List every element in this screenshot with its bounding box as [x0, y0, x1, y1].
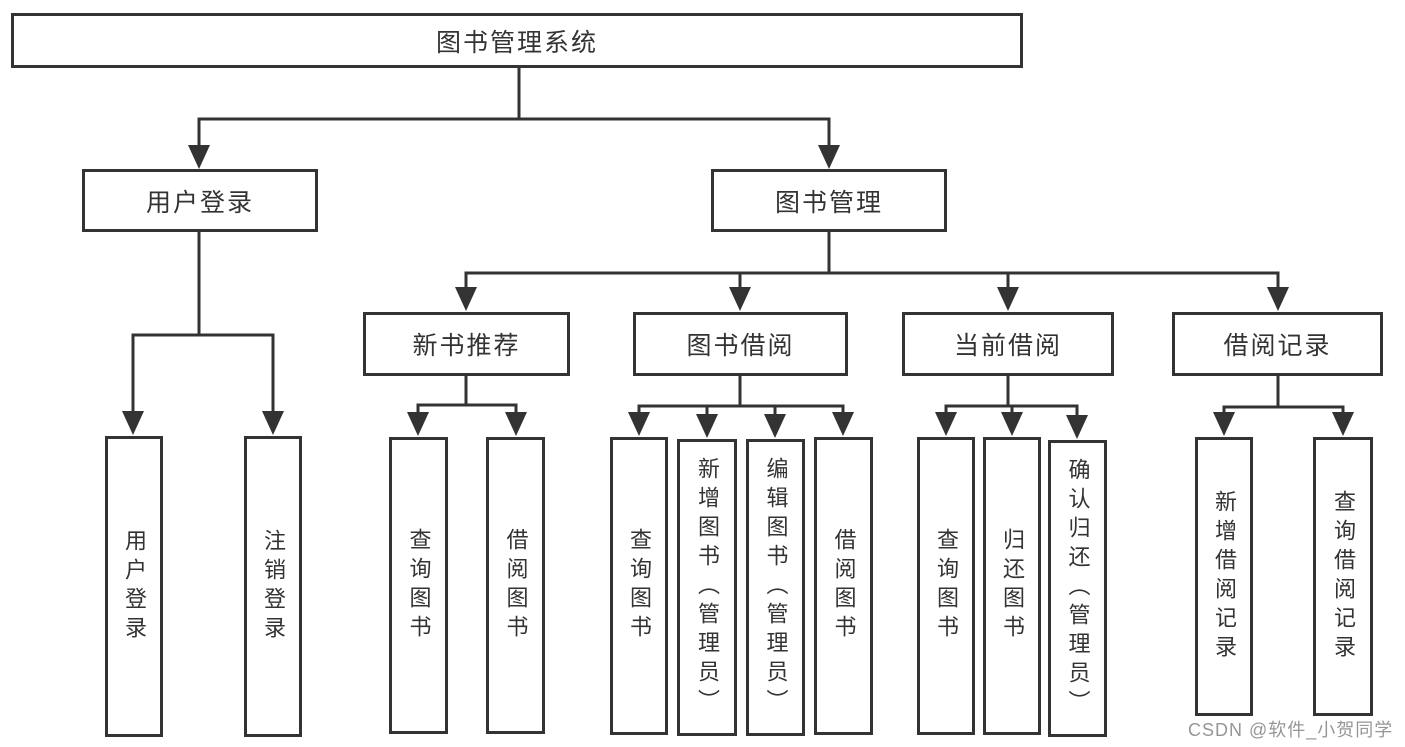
leaf-br-add-record: 新增借阅记录 [1195, 437, 1253, 716]
leaf-br-query-record-label: 查询借阅记录 [1331, 489, 1356, 664]
leaf-bb-query-books: 查询图书 [610, 437, 668, 735]
leaf-bb-add-books-admin-label: 新增图书（管理员） [695, 457, 720, 718]
node-user-login: 用户登录 [82, 169, 318, 232]
node-current-borrowing: 当前借阅 [902, 312, 1114, 376]
leaf-br-query-record: 查询借阅记录 [1313, 437, 1373, 716]
leaf-cb-confirm-return-admin: 确认归还（管理员） [1048, 440, 1107, 737]
node-borrowing-records: 借阅记录 [1172, 312, 1383, 376]
leaf-user-login-label: 用户登录 [122, 528, 147, 645]
leaf-bb-borrow-books: 借阅图书 [814, 437, 873, 735]
leaf-logout-label: 注销登录 [261, 528, 286, 645]
csdn-watermark: CSDN @软件_小贺同学 [1188, 720, 1394, 740]
leaf-cb-query-books: 查询图书 [917, 437, 975, 735]
leaf-logout: 注销登录 [244, 436, 302, 737]
leaf-nbr-borrow-books: 借阅图书 [486, 437, 545, 734]
leaf-bb-edit-books-admin: 编辑图书（管理员） [746, 439, 805, 736]
leaf-cb-return-books: 归还图书 [983, 437, 1041, 735]
node-book-borrowing: 图书借阅 [633, 312, 848, 376]
arrowheads [122, 145, 1354, 439]
leaf-bb-borrow-books-label: 借阅图书 [831, 528, 857, 644]
leaf-bb-query-books-label: 查询图书 [627, 528, 652, 644]
leaf-cb-query-books-label: 查询图书 [934, 528, 959, 644]
node-book-management: 图书管理 [711, 169, 947, 232]
leaf-cb-confirm-return-admin-label: 确认归还（管理员） [1065, 458, 1091, 719]
leaf-nbr-borrow-books-label: 借阅图书 [503, 527, 529, 644]
leaf-cb-return-books-label: 归还图书 [1000, 528, 1025, 644]
leaf-bb-edit-books-admin-label: 编辑图书（管理员） [763, 457, 789, 718]
leaf-br-add-record-label: 新增借阅记录 [1212, 489, 1237, 664]
leaf-bb-add-books-admin: 新增图书（管理员） [677, 439, 737, 736]
node-root: 图书管理系统 [11, 13, 1023, 68]
node-new-book-recommend: 新书推荐 [363, 312, 570, 376]
leaf-nbr-query-books: 查询图书 [389, 437, 448, 734]
leaf-nbr-query-books-label: 查询图书 [406, 527, 432, 644]
leaf-user-login: 用户登录 [105, 436, 163, 737]
